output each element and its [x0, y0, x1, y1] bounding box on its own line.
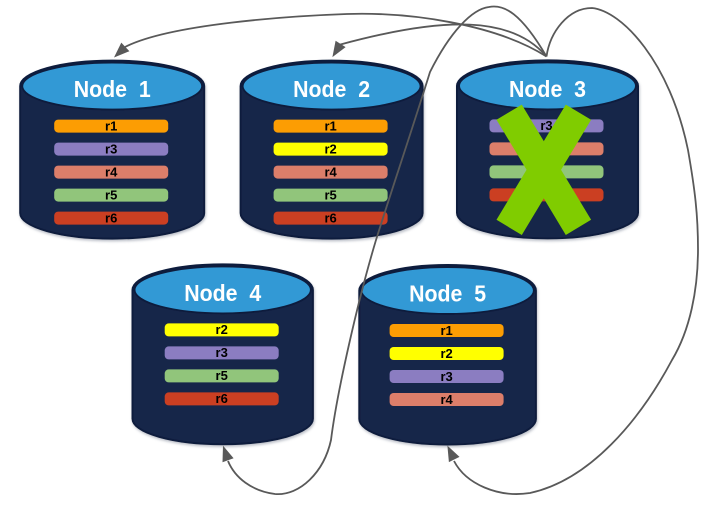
svg-text:r2: r2: [216, 322, 228, 337]
svg-text:r5: r5: [216, 368, 228, 383]
svg-text:r4: r4: [105, 164, 118, 179]
svg-text:r3: r3: [105, 141, 117, 156]
svg-text:r2: r2: [324, 141, 336, 156]
svg-text:r3: r3: [540, 118, 552, 133]
svg-text:r5: r5: [105, 187, 117, 202]
svg-text:r4: r4: [324, 164, 337, 179]
svg-text:Node 3: Node 3: [509, 76, 586, 102]
svg-text:r6: r6: [216, 391, 228, 406]
svg-text:Node 5: Node 5: [409, 281, 486, 307]
svg-text:r6: r6: [105, 210, 117, 225]
svg-text:r1: r1: [105, 118, 117, 133]
svg-text:r2: r2: [440, 346, 452, 361]
svg-text:Node 4: Node 4: [184, 280, 261, 306]
svg-text:Node 2: Node 2: [293, 76, 370, 102]
svg-text:r1: r1: [324, 118, 336, 133]
svg-text:r5: r5: [324, 187, 336, 202]
svg-text:r3: r3: [440, 369, 452, 384]
svg-text:Node 1: Node 1: [74, 76, 151, 102]
svg-text:r6: r6: [324, 210, 336, 225]
svg-text:r3: r3: [216, 345, 228, 360]
svg-text:r4: r4: [440, 392, 453, 407]
svg-text:r1: r1: [440, 323, 452, 338]
